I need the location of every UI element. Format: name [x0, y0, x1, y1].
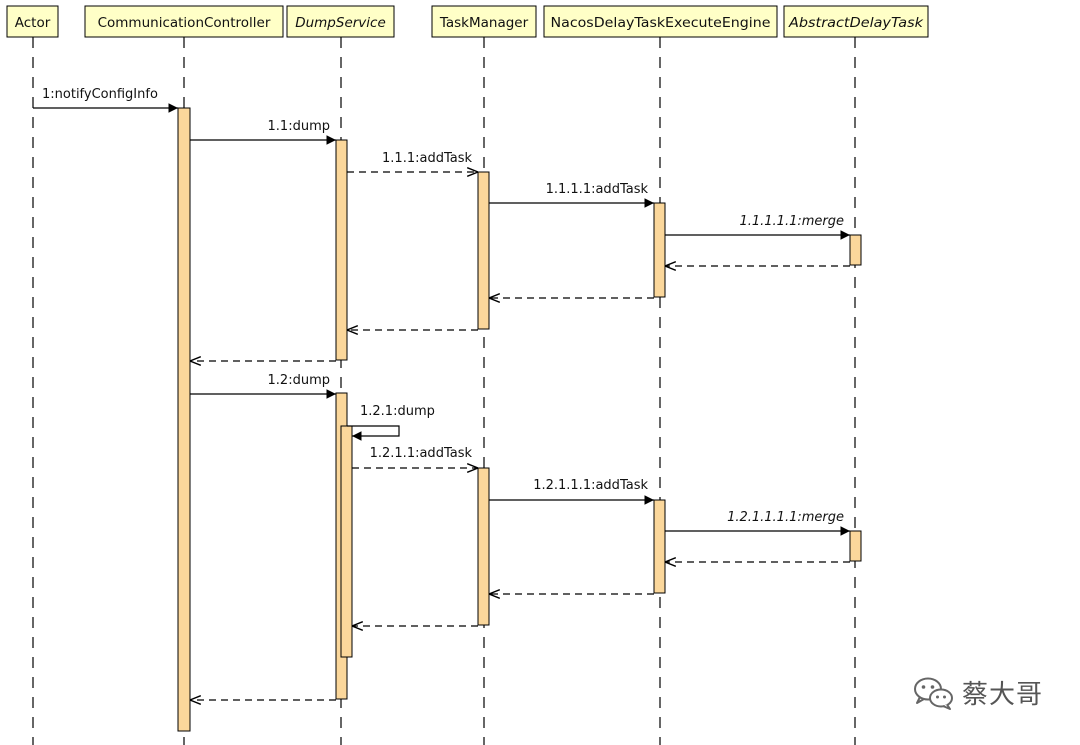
- message-label: 1.1.1:addTask: [382, 151, 472, 166]
- activation-nacos-engine-2: [653, 499, 666, 594]
- message-label: 1.2.1.1:addTask: [370, 446, 473, 461]
- message-label: 1.2.1.1.1.1:merge: [727, 510, 844, 525]
- lifeline-header-task-manager: TaskManager: [431, 5, 537, 38]
- message-1-1-dump: 1.1:dump: [190, 119, 336, 145]
- lifeline-title-actor: Actor: [15, 15, 51, 31]
- activation-task-manager-1: [477, 171, 490, 330]
- message-1-2-1-dump-self: 1.2.1:dump: [347, 404, 435, 441]
- lifeline-title-communication-controller: CommunicationController: [98, 15, 271, 31]
- message-1-2-1-1-1-1-merge: 1.2.1.1.1.1:merge: [665, 510, 850, 536]
- activation-nacos-engine-1: [653, 202, 666, 298]
- watermark: 蔡大哥: [912, 674, 1043, 711]
- activation-abstract-delay-task-1: [849, 234, 862, 266]
- message-label: 1:notifyConfigInfo: [42, 87, 158, 102]
- activation-communication-controller: [177, 107, 191, 732]
- lifeline-header-communication-controller: CommunicationController: [84, 5, 284, 38]
- activation-bars: [177, 107, 862, 732]
- message-label: 1.2.1.1.1:addTask: [533, 478, 648, 493]
- lifeline-header-nacos-delay-task-execute-engine: NacosDelayTaskExecuteEngine: [543, 5, 778, 38]
- message-1-1-1-1-add-task: 1.1.1.1:addTask: [489, 182, 654, 208]
- watermark-text: 蔡大哥: [962, 680, 1044, 710]
- message-label: 1.2:dump: [268, 373, 330, 388]
- message-label: 1.1.1.1:addTask: [546, 182, 649, 197]
- lifeline-lines: [32, 37, 856, 745]
- lifeline-title-abstract-delay-task: AbstractDelayTask: [788, 15, 924, 31]
- activation-dump-service-nested: [340, 425, 353, 658]
- lifeline-header-actor: Actor: [6, 5, 59, 38]
- message-1-notify-config-info: 1:notifyConfigInfo: [33, 87, 178, 113]
- activation-abstract-delay-task-2: [849, 530, 862, 562]
- message-arrow: [347, 425, 400, 441]
- wechat-icon: [914, 677, 953, 710]
- message-1-2-dump: 1.2:dump: [190, 373, 336, 399]
- message-label: 1.2.1:dump: [360, 404, 435, 419]
- message-1-2-1-1-1-add-task: 1.2.1.1.1:addTask: [489, 478, 654, 505]
- lifeline-title-task-manager: TaskManager: [439, 15, 529, 31]
- lifeline-title-dump-service: DumpService: [295, 15, 386, 31]
- message-1-2-1-1-add-task: 1.2.1.1:addTask: [352, 446, 478, 468]
- message-label: 1.1.1.1.1:merge: [739, 214, 844, 229]
- lifeline-header-abstract-delay-task: AbstractDelayTask: [783, 5, 929, 38]
- activation-dump-service-1: [335, 139, 348, 361]
- activation-task-manager-2: [477, 467, 490, 626]
- lifeline-header-dump-service: DumpService: [286, 5, 395, 38]
- message-1-1-1-add-task: 1.1.1:addTask: [347, 151, 478, 172]
- message-1-1-1-1-1-merge: 1.1.1.1.1:merge: [665, 214, 850, 240]
- lifeline-title-nacos-delay-task-execute-engine: NacosDelayTaskExecuteEngine: [551, 15, 771, 31]
- message-label: 1.1:dump: [268, 119, 330, 134]
